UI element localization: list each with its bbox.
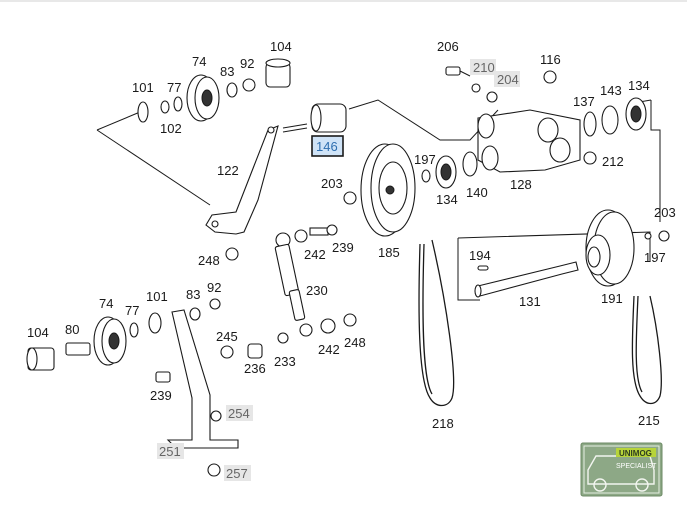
label-233[interactable]: 233 <box>274 354 296 369</box>
bracket-122 <box>205 125 279 235</box>
label-194[interactable]: 194 <box>469 248 491 263</box>
label-197b[interactable]: 197 <box>644 250 666 265</box>
logo-line1: UNIMOG <box>619 449 652 458</box>
label-104b[interactable]: 104 <box>27 325 49 340</box>
bracket-251 <box>155 309 239 477</box>
label-134b[interactable]: 134 <box>436 192 458 207</box>
label-215[interactable]: 215 <box>638 413 660 428</box>
label-245[interactable]: 245 <box>216 329 238 344</box>
pulley-185 <box>343 143 416 237</box>
part-labels: 101 77 74 83 92 104 102 146 122 206 210 … <box>27 39 676 481</box>
label-74a[interactable]: 74 <box>192 54 206 69</box>
shaft-131 <box>474 261 579 298</box>
label-239b[interactable]: 239 <box>150 388 172 403</box>
logo-line2: SPECIALIST <box>616 463 657 470</box>
fasteners-middle <box>225 224 338 261</box>
label-122[interactable]: 122 <box>217 163 239 178</box>
label-116[interactable]: 116 <box>540 52 561 67</box>
label-185[interactable]: 185 <box>378 245 400 260</box>
damper-230 <box>220 243 357 359</box>
label-101a[interactable]: 101 <box>132 80 154 95</box>
label-137[interactable]: 137 <box>573 94 595 109</box>
label-80[interactable]: 80 <box>65 322 79 337</box>
lower-pulley-group <box>26 298 221 371</box>
label-77a[interactable]: 77 <box>167 80 181 95</box>
label-242b[interactable]: 242 <box>318 342 340 357</box>
label-191[interactable]: 191 <box>601 291 623 306</box>
label-92a[interactable]: 92 <box>240 56 254 71</box>
label-206[interactable]: 206 <box>437 39 459 54</box>
label-140[interactable]: 140 <box>466 185 488 200</box>
label-254-highlight <box>226 405 253 421</box>
belts <box>418 239 662 407</box>
label-210[interactable]: 210 <box>473 60 495 75</box>
label-146[interactable]: 146 <box>316 139 338 154</box>
label-102[interactable]: 102 <box>160 121 182 136</box>
label-131[interactable]: 131 <box>519 294 541 309</box>
label-204-highlight <box>494 71 520 87</box>
label-203a[interactable]: 203 <box>321 176 343 191</box>
tensioner-group <box>421 66 647 189</box>
label-236[interactable]: 236 <box>244 361 266 376</box>
sleeve-146 <box>282 103 347 133</box>
label-83a[interactable]: 83 <box>220 64 234 79</box>
label-128[interactable]: 128 <box>510 177 532 192</box>
label-204[interactable]: 204 <box>497 72 519 87</box>
label-83b[interactable]: 83 <box>186 287 200 302</box>
label-248b[interactable]: 248 <box>344 335 366 350</box>
label-230[interactable]: 230 <box>306 283 328 298</box>
upper-pulley-group <box>137 58 291 123</box>
label-203b[interactable]: 203 <box>654 205 676 220</box>
label-74b[interactable]: 74 <box>99 296 113 311</box>
unimog-specialist-logo: UNIMOG SPECIALIST <box>580 442 663 497</box>
label-251-highlight <box>157 443 184 459</box>
label-254[interactable]: 254 <box>228 406 250 421</box>
label-251[interactable]: 251 <box>159 444 181 459</box>
label-248a[interactable]: 248 <box>198 253 220 268</box>
label-257[interactable]: 257 <box>226 466 248 481</box>
label-257-highlight <box>224 465 251 481</box>
label-210-highlight <box>470 59 496 75</box>
label-239a[interactable]: 239 <box>332 240 354 255</box>
label-101b[interactable]: 101 <box>146 289 168 304</box>
label-197a[interactable]: 197 <box>414 152 436 167</box>
selected-part-box <box>311 135 344 157</box>
pulley-191 <box>585 209 670 287</box>
label-134a[interactable]: 134 <box>628 78 650 93</box>
label-242a[interactable]: 242 <box>304 247 326 262</box>
label-77b[interactable]: 77 <box>125 303 139 318</box>
label-212[interactable]: 212 <box>602 154 624 169</box>
label-143[interactable]: 143 <box>600 83 622 98</box>
label-104a[interactable]: 104 <box>270 39 292 54</box>
label-218[interactable]: 218 <box>432 416 454 431</box>
label-92b[interactable]: 92 <box>207 280 221 295</box>
